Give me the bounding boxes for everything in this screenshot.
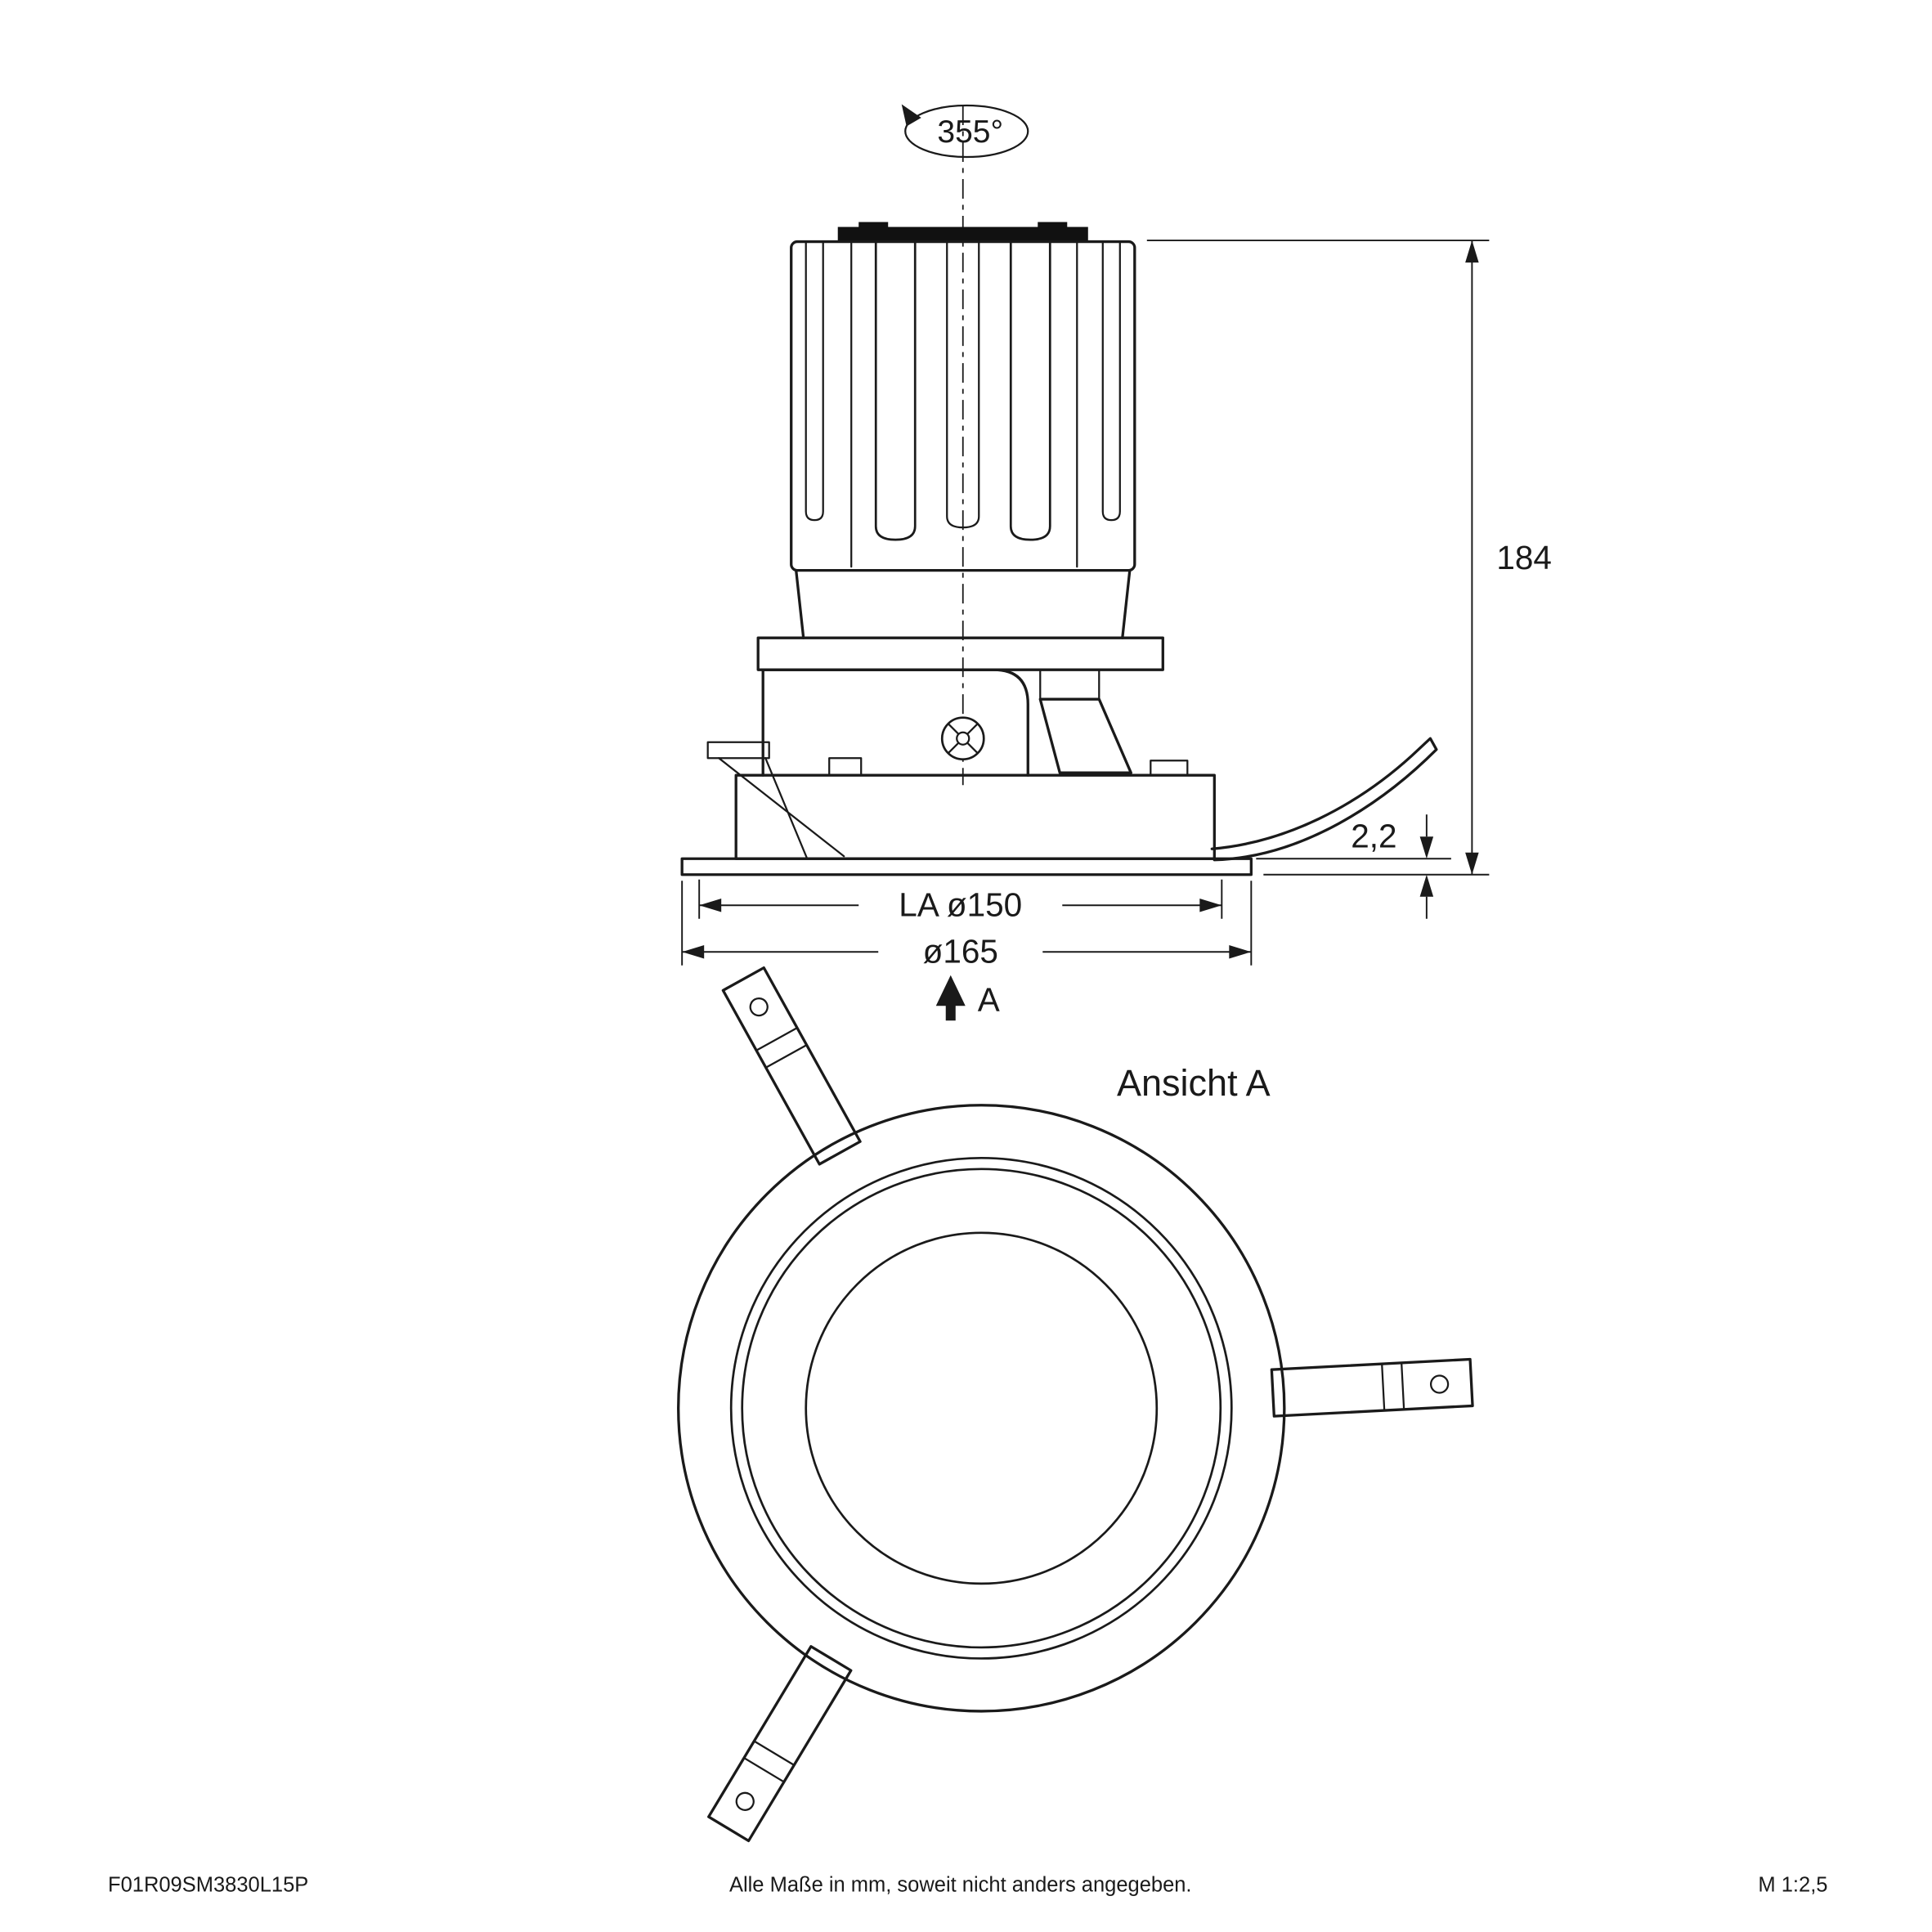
rotation-symbol: 355° <box>901 104 1029 159</box>
rotation-arrow-icon <box>901 104 921 127</box>
heatsink <box>790 222 1136 639</box>
mounting-module <box>706 737 1438 862</box>
outer-diameter-label: ø165 <box>923 933 998 970</box>
screw-icon <box>940 716 985 761</box>
scale-label: M 1:2,5 <box>1758 1873 1827 1896</box>
mounting-arm-lower-left <box>707 1645 853 1843</box>
flange-thickness-label: 2,2 <box>1351 818 1396 855</box>
mounting-arm-right <box>1270 1357 1474 1418</box>
view-direction-arrow: A <box>935 975 1000 1021</box>
mounting-arm-upper-left <box>721 966 862 1166</box>
trim-ring-circles <box>677 1104 1286 1713</box>
cutout-dimension-label: LA ø150 <box>899 886 1022 924</box>
left-spring-clip <box>706 741 770 760</box>
right-leaf-spring <box>1210 737 1438 862</box>
view-arrow-icon <box>935 975 966 1021</box>
dimension-flange-thickness: 2,2 <box>1256 814 1451 919</box>
dimension-outer-diameter: ø165 <box>681 881 1253 970</box>
footer: F01R09SM3830L15P Alle Maße in mm, soweit… <box>108 1873 1827 1896</box>
gimbal-bracket <box>761 668 1132 777</box>
side-view: 355° <box>680 104 1552 1021</box>
trim-flange <box>680 857 1253 876</box>
lens-circle <box>805 1231 1159 1585</box>
height-dimension-label: 184 <box>1496 539 1552 576</box>
top-view: Ansicht A <box>677 966 1474 1843</box>
rotation-angle-label: 355° <box>937 114 1003 150</box>
top-view-label: Ansicht A <box>1117 1062 1271 1104</box>
article-number: F01R09SM3830L15P <box>108 1873 308 1896</box>
view-arrow-label: A <box>978 980 1000 1018</box>
dimension-height-184: 184 <box>1146 240 1552 876</box>
collar <box>756 636 1164 671</box>
dimension-cutout: LA ø150 <box>698 879 1223 924</box>
dimension-note: Alle Maße in mm, soweit nicht anders ang… <box>729 1873 1192 1896</box>
